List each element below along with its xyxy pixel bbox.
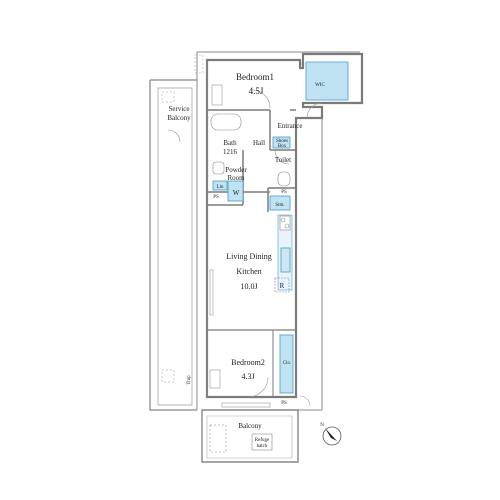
powder-room-line2: Room bbox=[227, 174, 245, 182]
service-balcony-line2: Balcony bbox=[167, 114, 191, 122]
shoes-box-line1: Shoes bbox=[276, 139, 288, 144]
cooktop bbox=[279, 215, 291, 231]
bedroom1-size: 4.5J bbox=[249, 86, 264, 96]
door-swings bbox=[167, 89, 323, 407]
shoes-box-storage bbox=[272, 136, 291, 149]
powder-room-line1: Powder bbox=[225, 166, 247, 174]
ldk-size: 10.0J bbox=[240, 282, 257, 291]
closet-label: Clo. bbox=[283, 361, 291, 366]
ps-bottom-label: PS bbox=[281, 401, 287, 406]
lin-storage bbox=[212, 180, 228, 191]
hall-label: Hall bbox=[253, 139, 265, 147]
stm-storage bbox=[269, 195, 291, 211]
kitchen-sink bbox=[280, 247, 291, 273]
bath-size: 1216 bbox=[223, 148, 238, 156]
refuge-hatch-line2: hatch bbox=[257, 444, 268, 449]
service-balcony-line1: Service bbox=[169, 105, 190, 113]
compass-north-label: N bbox=[320, 423, 324, 428]
toilet-bowl bbox=[277, 171, 291, 187]
refuge-hatch-box bbox=[251, 433, 273, 451]
ps-upper-left-label: PS bbox=[213, 195, 219, 200]
windows bbox=[209, 84, 271, 408]
entrance-label: Entrance bbox=[278, 122, 303, 130]
wic-label: WIC bbox=[315, 83, 325, 88]
lin-label: Lin bbox=[217, 185, 224, 190]
refuge-hatch-line1: Refuge bbox=[255, 438, 270, 443]
ps-toilet-label: PS bbox=[281, 190, 287, 195]
wic-storage bbox=[305, 61, 349, 101]
bedroom2-name: Bedroom2 bbox=[231, 358, 265, 367]
outer-walls bbox=[149, 51, 364, 463]
refrigerator-space bbox=[274, 277, 290, 293]
shoes-box-line2: Box bbox=[278, 144, 287, 149]
bathtub bbox=[210, 113, 242, 131]
interior-walls bbox=[207, 109, 296, 397]
stm-label: Stm. bbox=[275, 203, 284, 208]
dashed-outlines bbox=[161, 54, 204, 383]
closet-storage bbox=[279, 334, 294, 394]
ldk-name-line1: Living Dining bbox=[226, 252, 272, 261]
storage-areas bbox=[212, 61, 349, 394]
fixtures bbox=[209, 63, 303, 453]
washer-storage bbox=[227, 180, 244, 202]
compass: N bbox=[320, 423, 342, 446]
bedroom1-name: Bedroom1 bbox=[236, 72, 274, 82]
room-labels: Bedroom1 4.5J WIC Service Balcony Entran… bbox=[167, 72, 325, 449]
trap-label: Trap bbox=[187, 375, 192, 385]
refrigerator-label: R bbox=[280, 282, 285, 290]
balcony-label: Balcony bbox=[238, 422, 262, 430]
bedroom2-size: 4.3J bbox=[241, 372, 254, 381]
toilet-label: Toilet bbox=[275, 156, 291, 164]
bath-name: Bath bbox=[223, 139, 237, 147]
washer-label: W bbox=[233, 189, 240, 197]
vanity-basin bbox=[212, 161, 225, 175]
ldk-name-line2: Kitchen bbox=[236, 267, 261, 276]
